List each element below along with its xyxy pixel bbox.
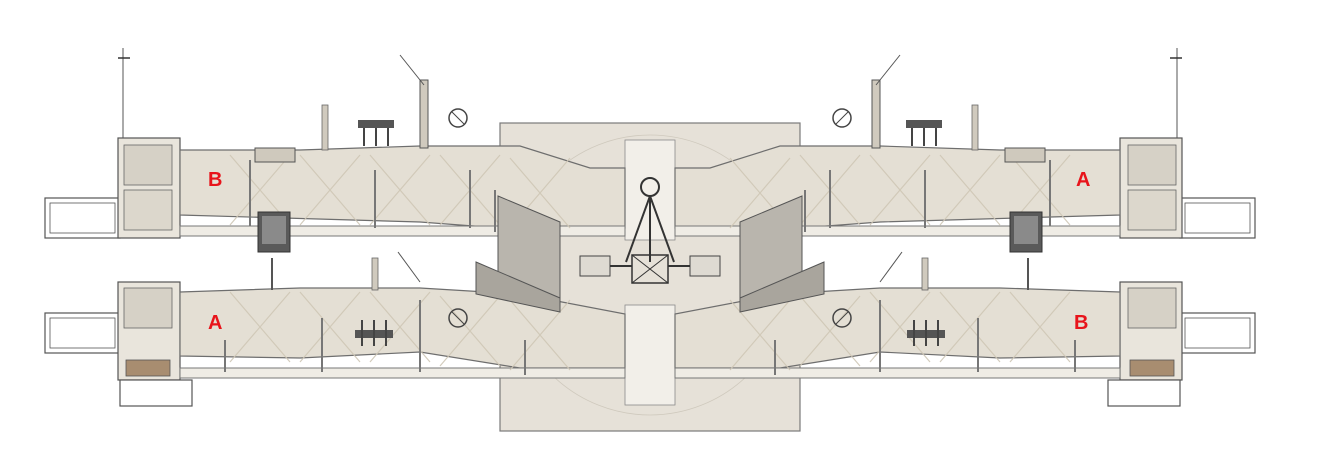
center-slot-lower (624, 304, 676, 406)
label-lower-right: B (1074, 312, 1088, 334)
label-upper-left: B (208, 169, 222, 191)
guide-plate-left-lower (475, 261, 561, 313)
lower-left-unit (44, 251, 626, 407)
lower-right-unit (674, 251, 1256, 407)
label-lower-left: A (208, 312, 222, 334)
guide-plate-right-lower (739, 261, 825, 313)
label-upper-right: A (1076, 169, 1090, 191)
center-mechanism (579, 177, 721, 284)
